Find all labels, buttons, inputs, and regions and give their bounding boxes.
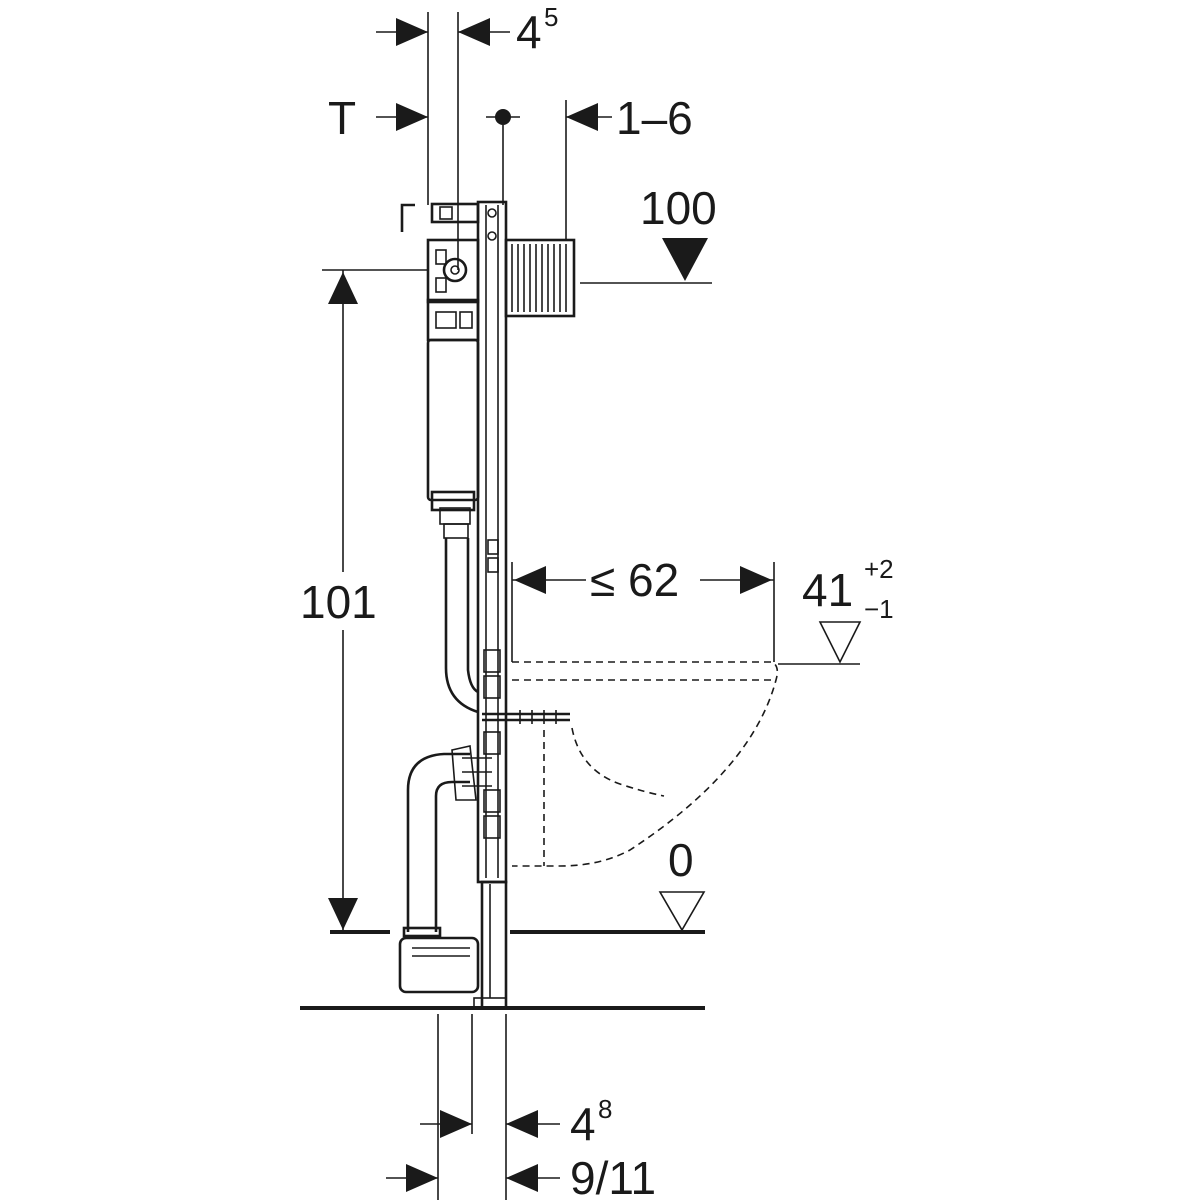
flush-pipe: [444, 538, 479, 714]
dim-seat-height-sub: −1: [864, 594, 894, 624]
dim-projection: ≤ 62: [511, 554, 775, 662]
dim-seat-height: 41 +2 −1: [778, 554, 894, 665]
dim-height: 101: [296, 269, 428, 932]
wall-cladding-plate: [504, 238, 576, 318]
dim-top-level-label: 100: [640, 182, 717, 234]
frame-upright: [473, 200, 508, 1010]
dim-foot-width-base: 4: [570, 1098, 596, 1150]
dim-frame-depth-sup: 5: [544, 2, 558, 32]
dim-floor-depth: 9/11: [386, 1152, 656, 1200]
mounting-studs: [482, 649, 570, 839]
dim-floor-level: 0: [658, 834, 706, 932]
cistern-assembly: [400, 202, 480, 539]
level-marker-open-icon: [818, 621, 862, 664]
dim-wall-gap: 1–6: [486, 92, 693, 240]
floor-sleeve-box: [398, 936, 480, 994]
dim-frame-depth-base: 4: [516, 6, 542, 58]
dim-seat-height-sup: +2: [864, 554, 894, 584]
dim-top-level: 100: [580, 182, 717, 284]
wc-bowl-outline: [512, 661, 779, 867]
dim-seat-height-base: 41: [802, 564, 853, 616]
dim-floor-level-label: 0: [668, 834, 694, 886]
dim-foot-width-sup: 8: [598, 1094, 612, 1124]
floor-level-marker-icon: [658, 891, 706, 932]
dim-frame-depth: 4 5: [376, 2, 558, 270]
dim-wall-gap-label: 1–6: [616, 92, 693, 144]
waste-pipe-bend: [402, 745, 492, 938]
dim-t-label: T: [328, 92, 356, 144]
level-marker-filled-icon: [662, 238, 708, 281]
dim-foot-width: 4 8: [420, 1014, 612, 1200]
dim-height-label: 101: [300, 576, 377, 628]
dim-projection-label: ≤ 62: [590, 554, 679, 606]
dim-t: T: [328, 92, 428, 144]
dim-floor-depth-label: 9/11: [570, 1152, 656, 1200]
